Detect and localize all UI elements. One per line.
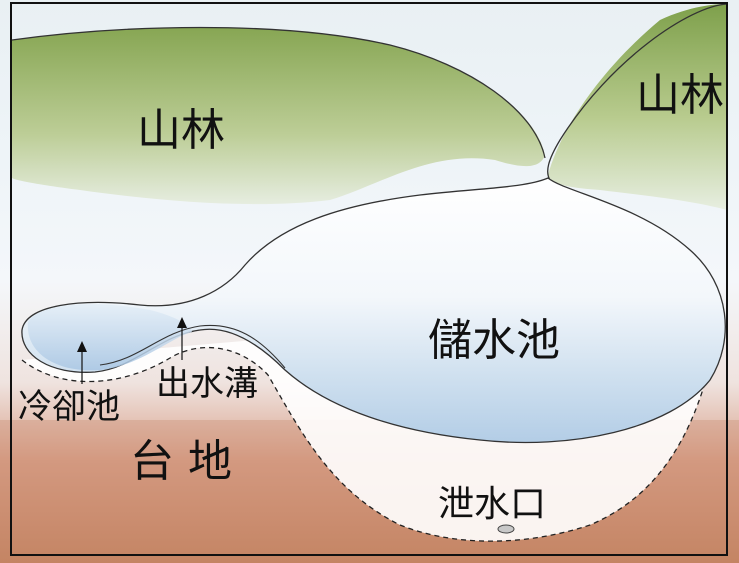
forest-left-label: 山林 — [137, 105, 225, 156]
reservoir-label: 儲水池 — [428, 315, 560, 366]
arrow-icon — [77, 341, 87, 384]
spillway-outlet-icon — [497, 524, 515, 534]
arrow-icon — [177, 317, 187, 360]
plateau-label: 台 地 — [130, 436, 232, 487]
cooling-pond-label: 冷卻池 — [18, 387, 120, 427]
forest-left-outline — [11, 26, 546, 159]
map-frame-border — [10, 2, 728, 556]
forest-left-area — [12, 27, 545, 205]
spillway-label: 泄水口 — [438, 484, 546, 525]
drainage-ditch-line — [99, 324, 286, 369]
forest-right-area — [548, 4, 727, 210]
cooling-pond-water — [27, 304, 192, 371]
forest-right-outline — [547, 3, 728, 181]
forest-right-label: 山林 — [636, 70, 724, 121]
drainage-ditch-label: 出水溝 — [156, 364, 258, 404]
